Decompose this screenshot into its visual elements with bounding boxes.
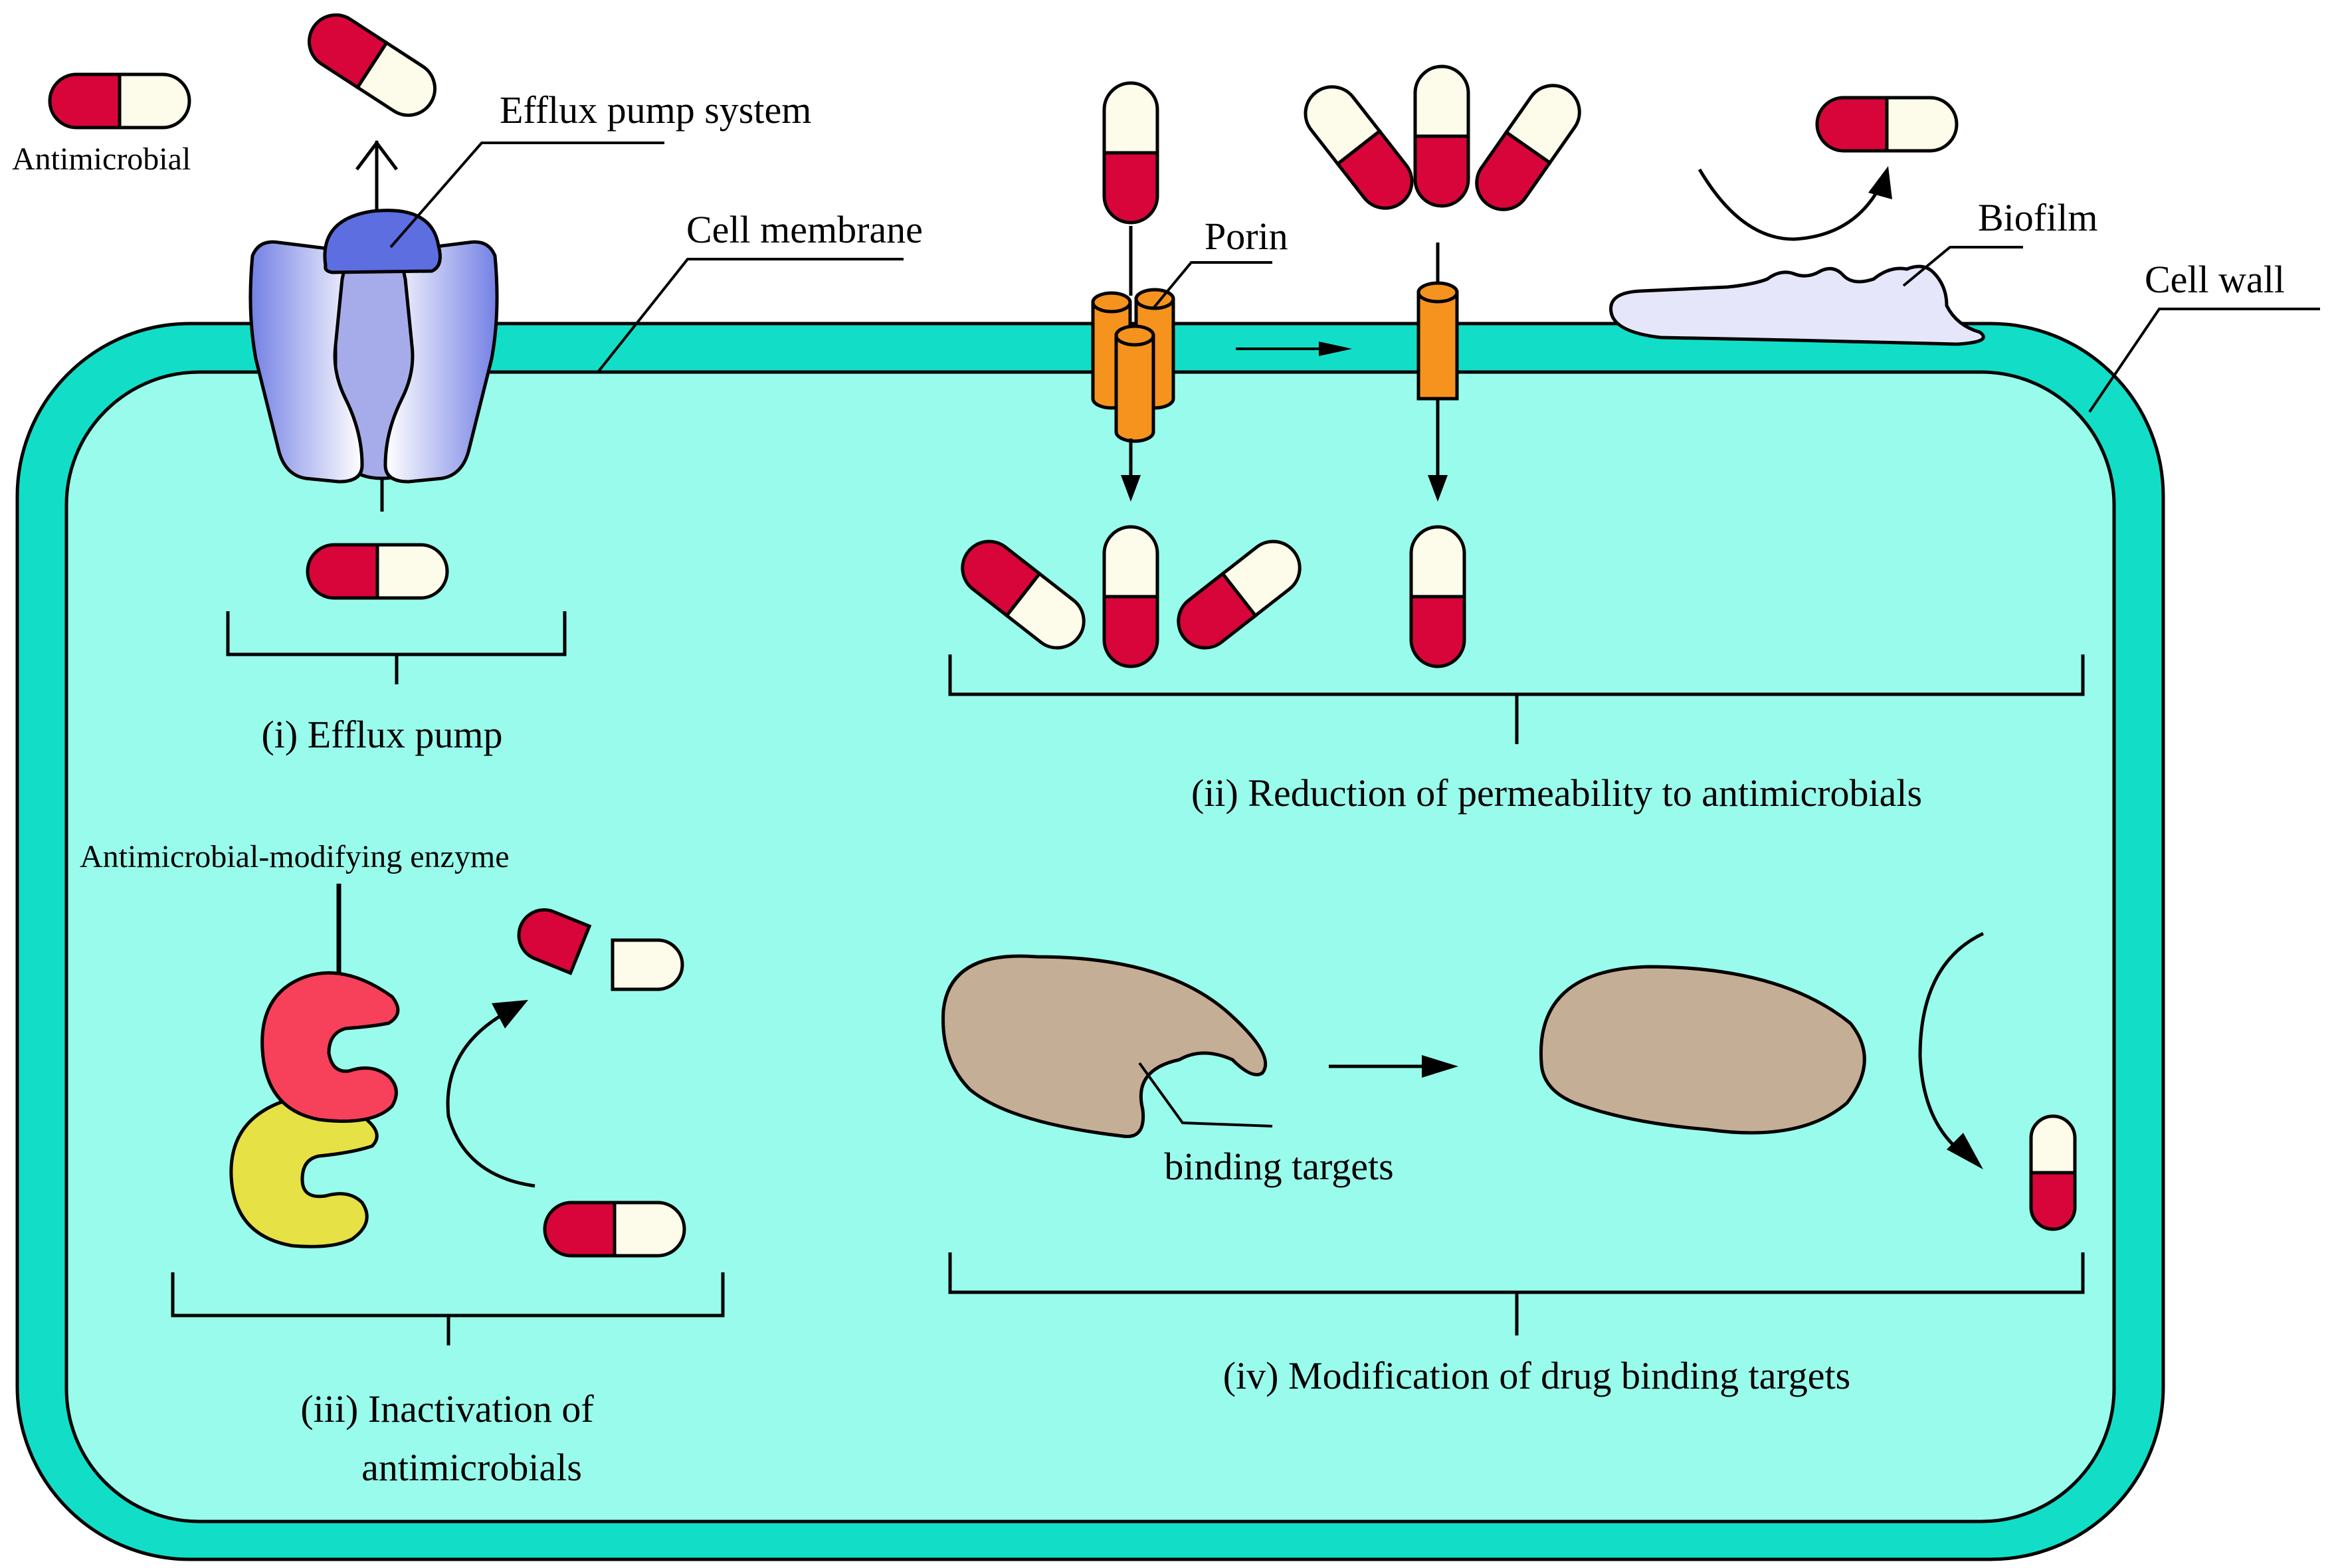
legend-antimicrobial-label: Antimicrobial [12, 142, 191, 177]
inactivation-bracket [171, 1272, 725, 1345]
capsule-above-porin-right-3 [1466, 75, 1590, 220]
cell-membrane-callout: Cell membrane [597, 208, 923, 373]
efflux-pump-system-label: Efflux pump system [500, 88, 811, 132]
modification-curve-arrow [1918, 931, 1985, 1158]
capsule-above-porin-right-1 [1295, 76, 1422, 219]
unbound-capsule [2031, 1116, 2075, 1229]
cell-wall-leader [2088, 308, 2320, 413]
efflux-arrow-head [355, 140, 398, 171]
inactivation-curve-arrow [446, 1011, 535, 1188]
biofilm-leader [1902, 246, 2023, 287]
enzyme-label: Antimicrobial-modifying enzyme [80, 839, 510, 874]
broken-capsule [517, 908, 684, 991]
binding-targets-label: binding targets [1164, 1145, 1393, 1188]
legend-antimicrobial: Antimicrobial [12, 74, 191, 177]
cell-wall-callout: Cell wall [2088, 258, 2320, 413]
biofilm-label: Biofilm [1978, 196, 2097, 239]
efflux-pump-section: Efflux pump system (i) Efflux pump [226, 5, 811, 756]
permeability-bracket [948, 654, 2085, 744]
inactivation-arrowhead [492, 1000, 528, 1029]
modification-bracket [948, 1252, 2085, 1335]
biofilm-section: Biofilm [1609, 98, 2097, 346]
capsule-icon [50, 74, 189, 128]
cell-membrane-leader [597, 258, 904, 373]
porin-left-out-arrow [1121, 475, 1141, 502]
biofilm-curve-arrowhead [1868, 166, 1892, 199]
porin-right-out-arrow [1428, 475, 1448, 502]
inactivation-label-line1: (iii) Inactivation of [300, 1387, 594, 1430]
cell-membrane-label: Cell membrane [686, 208, 923, 251]
modification-curve-arrowhead [1947, 1133, 1983, 1169]
modification-mechanism-label: (iv) Modification of drug binding target… [1223, 1354, 1850, 1397]
efflux-pump-system-leader [389, 142, 664, 248]
modification-section: binding targets (iv) Modification of dru… [941, 931, 2085, 1397]
porin-bundle [1091, 288, 1175, 443]
permeability-section: Porin (ii) Reduction of permeability to … [948, 66, 2085, 815]
ejected-capsule-icon [299, 5, 445, 125]
porin-transition-arrowhead [1319, 342, 1352, 356]
efflux-pump-bracket [226, 611, 567, 684]
permeability-mechanism-label: (ii) Reduction of permeability to antimi… [1191, 771, 1922, 815]
capsule-above-porin-left [1104, 83, 1157, 223]
internal-capsule-icon [308, 545, 447, 598]
inactivation-label-line2: antimicrobials [361, 1446, 582, 1489]
porin-leader [1151, 261, 1272, 310]
porin-label: Porin [1205, 215, 1288, 258]
porin-single [1416, 281, 1459, 401]
original-binding-target [941, 954, 1268, 1138]
biofilm-curve-arrow [1698, 168, 1882, 241]
capsule-above-porin-right-2 [1415, 66, 1468, 206]
inactivation-section: Antimicrobial-modifying enzyme (iii) Ina… [80, 839, 725, 1489]
capsule-repelled [1817, 98, 1957, 151]
modification-arrowhead [1422, 1055, 1458, 1078]
binding-targets-leader [1138, 1062, 1273, 1127]
cell-wall-label: Cell wall [2145, 258, 2285, 301]
capsule-inside-2 [1104, 527, 1157, 666]
enzyme-yellow [229, 1096, 379, 1248]
biofilm-mass [1609, 264, 1985, 346]
intact-capsule [545, 1203, 684, 1256]
modified-binding-target [1539, 965, 1866, 1135]
efflux-pump-mechanism-label: (i) Efflux pump [262, 713, 503, 756]
efflux-pump-cap [323, 209, 442, 274]
capsule-inside-4 [1411, 527, 1464, 666]
enzyme-red [260, 971, 400, 1123]
